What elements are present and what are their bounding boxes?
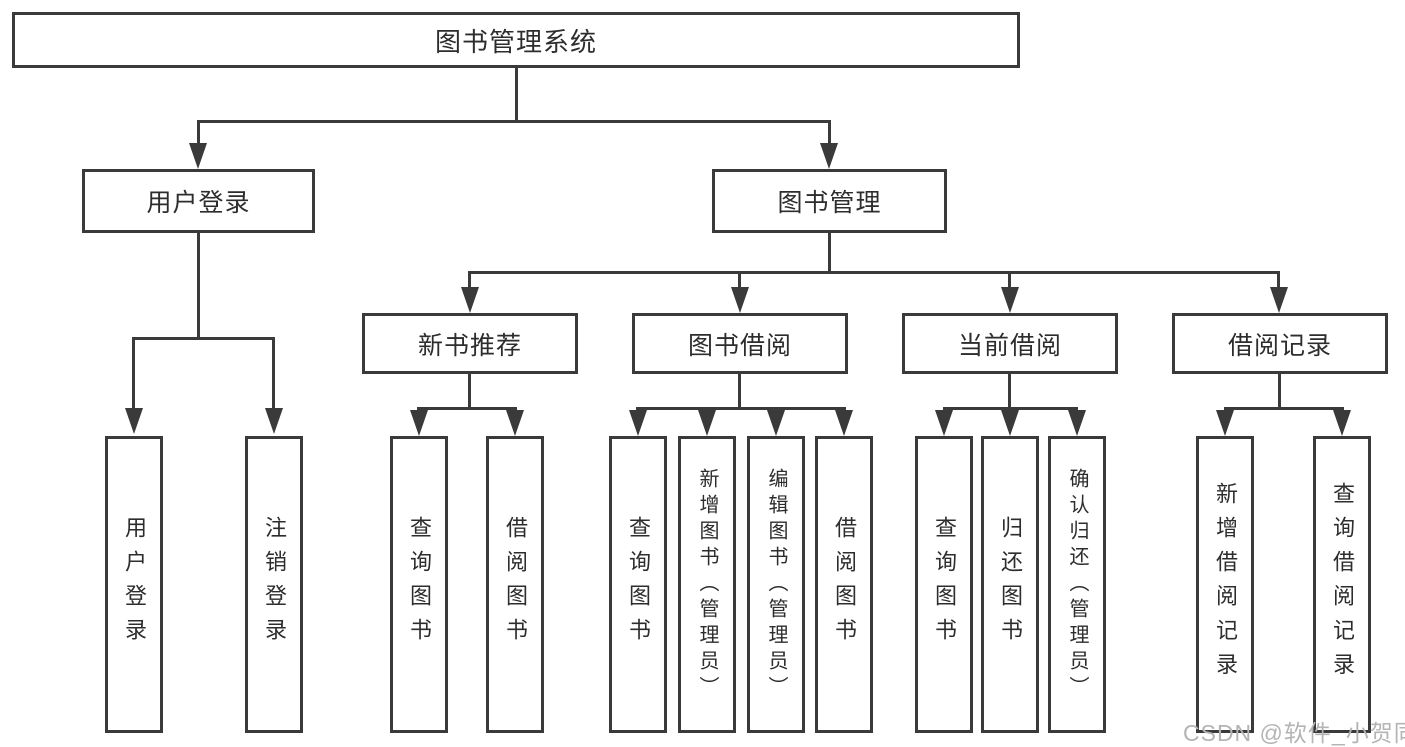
node-leaf-borrow-books-newrec: 借阅图书 xyxy=(486,436,544,733)
node-library-system-label: 图书管理系统 xyxy=(434,26,597,57)
node-leaf-edit-books-admin: 编辑图书（管理员） xyxy=(747,436,805,733)
node-leaf-query-books-borrow-label: 查询图书 xyxy=(626,516,651,653)
connector-root-stub-right xyxy=(828,120,831,146)
connector-current-hline xyxy=(943,407,1078,410)
node-new-book-recommendation-label: 新书推荐 xyxy=(417,331,522,360)
connector-root-hline xyxy=(197,120,831,123)
arrow-down-icon xyxy=(767,410,785,436)
node-leaf-edit-books-admin-label: 编辑图书（管理员） xyxy=(765,467,787,702)
connector-root-stub-left xyxy=(197,120,200,146)
node-leaf-query-books-newrec-label: 查询图书 xyxy=(407,516,432,653)
node-leaf-query-books-current: 查询图书 xyxy=(915,436,973,733)
node-leaf-query-borrow-record: 查询借阅记录 xyxy=(1313,436,1371,733)
node-library-system: 图书管理系统 xyxy=(12,12,1020,68)
arrow-down-icon xyxy=(125,408,143,434)
arrow-down-icon xyxy=(1001,410,1019,436)
node-leaf-borrow-books-label: 借阅图书 xyxy=(832,516,857,653)
node-leaf-logout: 注销登录 xyxy=(245,436,303,733)
node-new-book-recommendation: 新书推荐 xyxy=(362,313,578,374)
connector-bookmgmt-stub-2 xyxy=(738,271,741,290)
node-leaf-add-books-admin: 新增图书（管理员） xyxy=(678,436,736,733)
arrow-down-icon xyxy=(1001,287,1019,313)
connector-newrec-hline xyxy=(417,407,517,410)
arrow-down-icon xyxy=(265,408,283,434)
connector-root-vline xyxy=(515,68,518,120)
connector-bookmgmt-stub-3 xyxy=(1008,271,1011,290)
node-user-login-label: 用户登录 xyxy=(146,189,251,217)
arrow-down-icon xyxy=(629,410,647,436)
connector-borrow-vline xyxy=(738,374,741,407)
connector-records-vline xyxy=(1278,374,1281,407)
connector-bookmgmt-stub-4 xyxy=(1277,271,1280,290)
node-leaf-return-books: 归还图书 xyxy=(981,436,1039,733)
connector-bookmgmt-hline xyxy=(468,271,1280,274)
node-leaf-query-books-current-label: 查询图书 xyxy=(932,516,957,653)
connector-bookmgmt-stub-1 xyxy=(468,271,471,290)
node-leaf-query-books-newrec: 查询图书 xyxy=(390,436,448,733)
node-leaf-query-borrow-record-label: 查询借阅记录 xyxy=(1330,482,1355,687)
connector-current-vline xyxy=(1008,374,1011,407)
node-borrowing-records-label: 借阅记录 xyxy=(1227,331,1332,360)
connector-userlogin-vline xyxy=(197,233,200,337)
node-current-borrowing-label: 当前借阅 xyxy=(957,331,1062,360)
connector-bookmgmt-vline xyxy=(828,233,831,271)
arrow-down-icon xyxy=(835,410,853,436)
node-leaf-add-borrow-record: 新增借阅记录 xyxy=(1196,436,1254,733)
node-user-login: 用户登录 xyxy=(82,169,315,233)
node-leaf-confirm-return-admin-label: 确认归还（管理员） xyxy=(1066,467,1088,702)
node-leaf-user-login: 用户登录 xyxy=(105,436,163,733)
node-book-borrowing: 图书借阅 xyxy=(632,313,848,374)
arrow-down-icon xyxy=(820,143,838,169)
node-leaf-query-books-borrow: 查询图书 xyxy=(609,436,667,733)
arrow-down-icon xyxy=(189,143,207,169)
node-leaf-add-borrow-record-label: 新增借阅记录 xyxy=(1213,482,1238,687)
node-book-borrowing-label: 图书借阅 xyxy=(687,331,792,360)
node-current-borrowing: 当前借阅 xyxy=(902,313,1118,374)
arrow-down-icon xyxy=(1068,410,1086,436)
connector-userlogin-hline xyxy=(132,337,275,340)
arrow-down-icon xyxy=(731,287,749,313)
connector-newrec-vline xyxy=(468,374,471,407)
node-leaf-return-books-label: 归还图书 xyxy=(998,516,1023,653)
arrow-down-icon xyxy=(935,410,953,436)
connector-borrow-hline xyxy=(636,407,846,410)
arrow-down-icon xyxy=(461,287,479,313)
node-borrowing-records: 借阅记录 xyxy=(1172,313,1388,374)
arrow-down-icon xyxy=(506,410,524,436)
arrow-down-icon xyxy=(1216,410,1234,436)
arrow-down-icon xyxy=(1270,287,1288,313)
node-leaf-confirm-return-admin: 确认归还（管理员） xyxy=(1048,436,1106,733)
node-leaf-borrow-books: 借阅图书 xyxy=(815,436,873,733)
watermark-text: CSDN @软件_小贺同学 xyxy=(1183,720,1405,746)
node-book-management: 图书管理 xyxy=(712,169,947,233)
node-leaf-user-login-label: 用户登录 xyxy=(122,516,147,653)
node-leaf-logout-label: 注销登录 xyxy=(262,516,287,653)
arrow-down-icon xyxy=(410,410,428,436)
arrow-down-icon xyxy=(1333,410,1351,436)
connector-userlogin-stub-left xyxy=(132,337,135,409)
node-leaf-add-books-admin-label: 新增图书（管理员） xyxy=(696,467,718,702)
node-book-management-label: 图书管理 xyxy=(777,189,882,217)
node-leaf-borrow-books-newrec-label: 借阅图书 xyxy=(503,516,528,653)
connector-records-hline xyxy=(1224,407,1344,410)
connector-userlogin-stub-right xyxy=(272,337,275,409)
arrow-down-icon xyxy=(698,410,716,436)
